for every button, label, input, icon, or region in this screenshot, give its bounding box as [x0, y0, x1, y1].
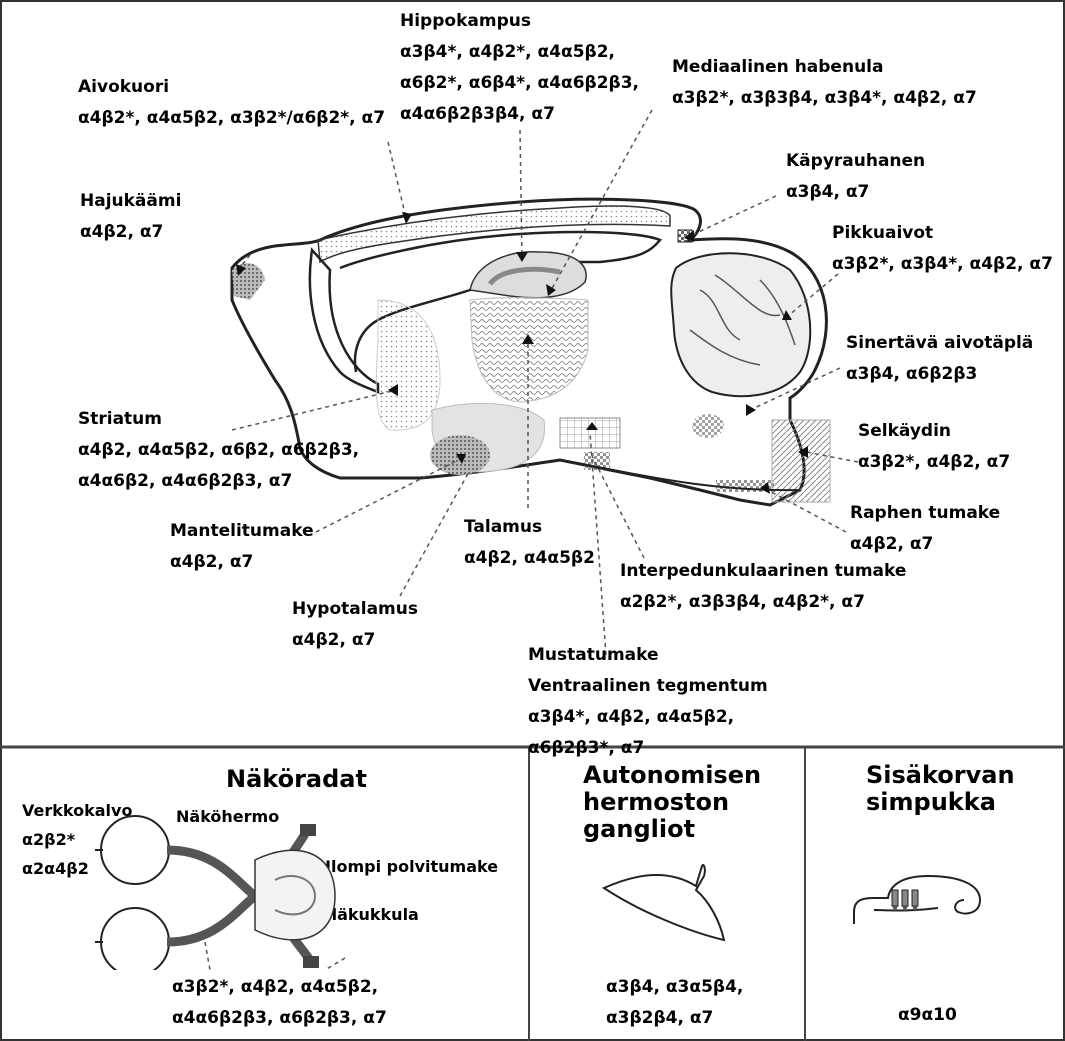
cochlea-diagram	[848, 864, 998, 934]
panel-title-sisakorvan: Sisäkorvan simpukka	[866, 762, 1015, 816]
label-mustatumake: Mustatumake Ventraalinen tegmentum α3β4*…	[528, 640, 768, 764]
label-mediaalinen-habenula: Mediaalinen habenula α3β2*, α3β3β4, α3β4…	[672, 52, 977, 114]
panel-title-autonomisen: Autonomisen hermoston gangliot	[583, 762, 761, 843]
label-hajukaami: Hajukäämi α4β2, α7	[80, 186, 181, 248]
label-sinertava-aivotapla: Sinertävä aivotäplä α3β4, α6β2β3	[846, 328, 1033, 390]
label-autonomisen-receptors: α3β4, α3α5β4, α3β2β4, α7	[606, 972, 743, 1034]
label-hippokampus: Hippokampus α3β4*, α4β2*, α4α5β2, α6β2*,…	[400, 6, 639, 130]
label-striatum: Striatum α4β2, α4α5β2, α6β2, α6β2β3, α4α…	[78, 404, 359, 497]
label-hypotalamus: Hypotalamus α4β2, α7	[292, 594, 418, 656]
label-kapyrauhanen: Käpyrauhanen α3β4, α7	[786, 146, 925, 208]
label-aivokuori: Aivokuori α4β2*, α4α5β2, α3β2*/α6β2*, α7	[78, 72, 385, 134]
label-talamus: Talamus α4β2, α4α5β2	[464, 512, 595, 574]
label-nakoradat-receptors: α3β2*, α4β2, α4α5β2, α4α6β2β3, α6β2β3, α…	[172, 972, 387, 1034]
label-selkaydin: Selkäydin α3β2*, α4β2, α7	[858, 416, 1010, 478]
label-mantelitumake: Mantelitumake α4β2, α7	[170, 516, 314, 578]
ganglion-diagram	[600, 862, 740, 942]
panel-title-nakoradat: Näköradat	[226, 766, 367, 793]
label-pikkuaivot: Pikkuaivot α3β2*, α3β4*, α4β2, α7	[832, 218, 1053, 280]
label-interpedunkulaarinen-tumake: Interpedunkulaarinen tumake α2β2*, α3β3β…	[620, 556, 906, 618]
visual-pathway-diagram	[95, 810, 425, 970]
label-sisakorvan-receptors: α9α10	[898, 1000, 957, 1031]
label-raphen-tumake: Raphen tumake α4β2, α7	[850, 498, 1000, 560]
